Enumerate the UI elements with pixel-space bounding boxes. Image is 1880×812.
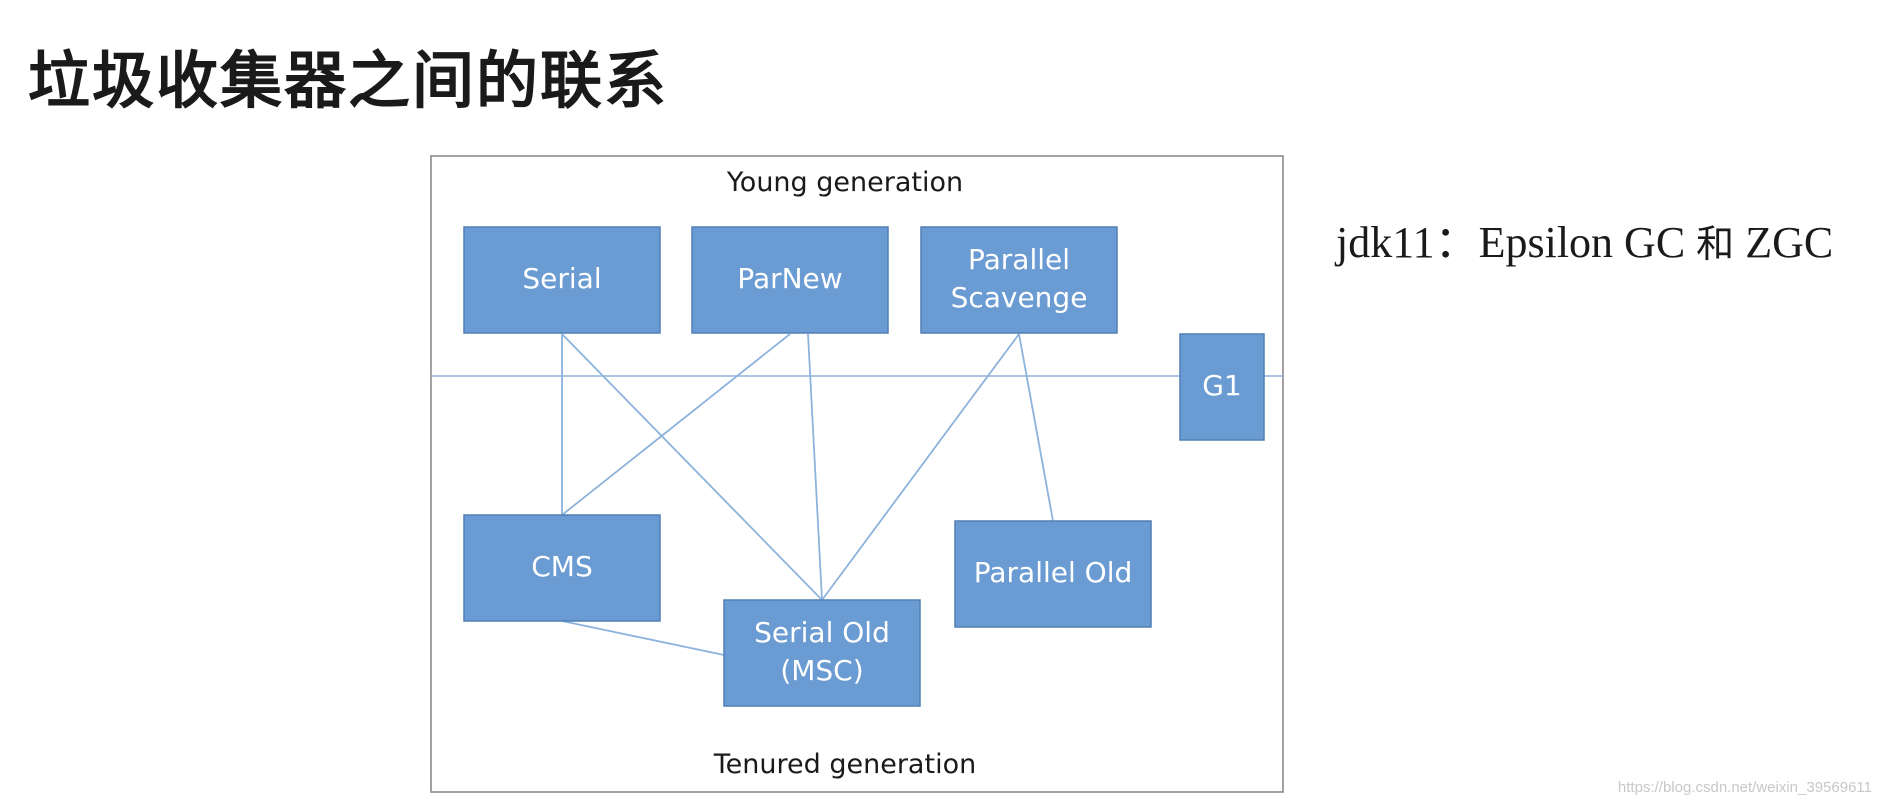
link-parnew-to-cms	[561, 333, 791, 516]
link-serial-to-serial-old	[561, 333, 823, 601]
collector-parallel-old-label: Parallel Old	[974, 556, 1133, 589]
page-title: 垃圾收集器之间的联系	[28, 44, 669, 117]
collector-g1: G1	[1179, 333, 1265, 441]
collector-serial-box	[463, 226, 661, 334]
collector-serial-old-label: (MSC)	[780, 654, 863, 687]
collector-parallel-scavenge-label: Scavenge	[951, 281, 1088, 314]
collector-serial-old-label: Serial Old	[754, 616, 890, 649]
collector-parnew-box	[691, 226, 889, 334]
collector-parallel-scavenge-label: Parallel	[968, 243, 1070, 276]
collector-cms: CMS	[463, 514, 661, 622]
link-parallel-scavenge-to-parallel-old	[1018, 333, 1054, 522]
collector-cms-label: CMS	[531, 550, 592, 583]
collector-serial: Serial	[463, 226, 661, 334]
diagram-frame	[430, 155, 1284, 793]
collector-parnew: ParNew	[691, 226, 889, 334]
link-parnew-to-serial-old	[807, 333, 823, 601]
link-cms-to-serial-old	[561, 620, 725, 656]
jdk11-note: jdk11：Epsilon GC 和 ZGC	[1336, 206, 1833, 270]
collector-parallel-old: Parallel Old	[954, 520, 1152, 628]
collector-g1-box	[1179, 333, 1265, 441]
collector-parnew-label: ParNew	[737, 262, 842, 295]
collector-g1-label: G1	[1202, 369, 1242, 402]
collector-parallel-old-box	[954, 520, 1152, 628]
young-generation-label: Young generation	[726, 167, 963, 198]
collector-serial-label: Serial	[522, 262, 601, 295]
link-parallel-scavenge-to-serial-old	[821, 333, 1020, 601]
collector-serial-old: Serial Old (MSC)	[723, 599, 921, 707]
jdk11-note-prefix: jdk11：Epsilon GC	[1336, 218, 1686, 267]
jdk11-note-suffix: ZGC	[1745, 218, 1834, 267]
watermark: https://blog.csdn.net/weixin_39569611	[1617, 779, 1872, 796]
collector-parallel-scavenge-box	[920, 226, 1118, 334]
tenured-generation-label: Tenured generation	[713, 749, 976, 780]
collector-links	[561, 333, 1054, 656]
jdk11-note-conjunction: 和	[1696, 222, 1735, 266]
collector-cms-box	[463, 514, 661, 622]
collector-serial-old-box	[723, 599, 921, 707]
